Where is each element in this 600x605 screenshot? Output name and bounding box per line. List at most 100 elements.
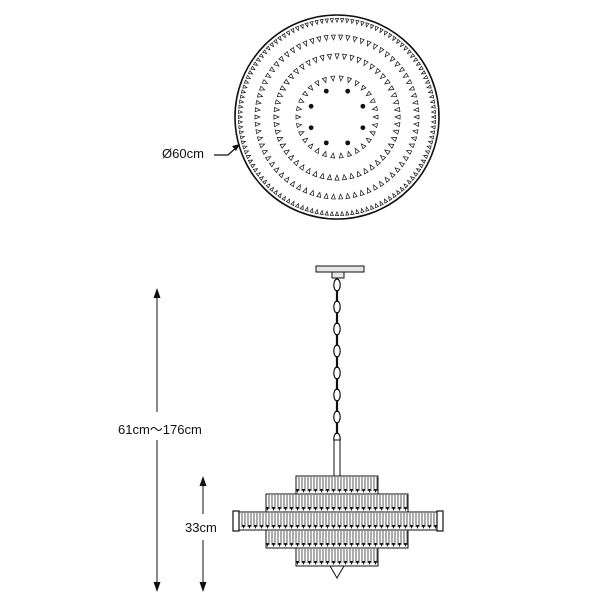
crystal-prism (375, 202, 380, 209)
crystal-prism (309, 189, 314, 197)
crystal-prism (360, 37, 365, 45)
crystal-prism (426, 145, 432, 150)
crystal-tier-4 (265, 529, 409, 549)
prism-tip (284, 507, 287, 511)
chain-link (333, 410, 341, 424)
prism-tip (392, 525, 395, 529)
prism-tip (362, 489, 365, 493)
band-cap-right (436, 510, 444, 532)
crystal-prism (307, 84, 314, 91)
arrow-head (199, 582, 207, 592)
crystal-tier-3 (235, 511, 441, 531)
crystal-prism (239, 94, 246, 99)
crystal-prism (366, 187, 372, 194)
crystal-prism (250, 65, 256, 71)
bulb-socket (308, 103, 314, 109)
prism-tip (374, 543, 377, 547)
crystal-prism (406, 179, 412, 185)
crystal-prism (287, 154, 295, 162)
crystal-prism (349, 54, 355, 62)
prism-tip (362, 561, 365, 565)
crystal-prism (334, 210, 340, 216)
crystal-prism (390, 92, 398, 97)
crystal-prism (360, 189, 365, 197)
crystal-prism (388, 32, 393, 39)
crystal-prism (412, 172, 419, 177)
crystal-prism (409, 53, 416, 58)
crystal-prism (389, 55, 396, 62)
crystal-prism (388, 195, 393, 202)
crystal-prism (371, 123, 378, 129)
crystal-prism (321, 150, 327, 158)
crystal-prism (283, 149, 290, 156)
prism-tip (374, 525, 377, 529)
crystal-prism (298, 164, 305, 171)
prism-tip (344, 525, 347, 529)
prism-tip (350, 525, 353, 529)
crystal-prism (298, 97, 305, 103)
crystal-prism (326, 53, 332, 61)
crystal-prism (338, 75, 344, 82)
prism-tip (332, 525, 335, 529)
prism-tip (278, 543, 281, 547)
crystal-prism (412, 129, 419, 135)
prism-tip (368, 507, 371, 511)
crystal-prism (430, 125, 436, 130)
crystal-prism (240, 140, 247, 145)
crystal-prism (274, 129, 282, 135)
crystal-prism (428, 135, 435, 140)
prism-tip (320, 543, 323, 547)
bottom-finial (329, 565, 345, 579)
prism-tip (326, 489, 329, 493)
prism-tip (344, 543, 347, 547)
crystal-prism (256, 136, 264, 142)
crystal-prism (403, 183, 409, 189)
crystal-prism (352, 191, 358, 198)
prism-tip (266, 543, 269, 547)
crystal-prism (387, 85, 395, 91)
crystal-prism (273, 189, 278, 196)
prism-tip (326, 525, 329, 529)
crystal-prism (242, 84, 248, 89)
prism-tip (338, 561, 341, 565)
crystal-prism (256, 92, 264, 98)
crystal-prism (254, 107, 262, 113)
crystal-prism (379, 154, 387, 162)
crystal-prism (374, 67, 382, 75)
crystal-prism (296, 105, 303, 111)
chain-link (333, 278, 341, 292)
crystal-prism (412, 121, 420, 127)
crystal-prism (360, 84, 367, 91)
prism-tip (344, 489, 347, 493)
prism-tip (332, 561, 335, 565)
crystal-prism (305, 59, 311, 67)
crystal-prism (265, 45, 271, 51)
prism-tip (314, 543, 317, 547)
crystal-prism (329, 18, 334, 24)
arrow-head (153, 582, 161, 592)
crystal-prism (302, 90, 309, 97)
crystal-prism (274, 99, 282, 105)
crystal-prism (330, 152, 336, 159)
crystal-prism (298, 63, 305, 70)
crystal-prism (305, 167, 311, 175)
crystal-prism (273, 60, 280, 67)
crystal-prism (302, 137, 309, 144)
chain-link (333, 388, 341, 402)
side-view-drawing (232, 265, 444, 579)
crystal-prism (424, 79, 431, 84)
crystal-prism (294, 202, 299, 209)
prism-tip (272, 507, 275, 511)
ceiling-canopy (315, 265, 365, 273)
prism-tip (278, 525, 281, 529)
crystal-prism (392, 35, 397, 42)
outer-rim (234, 14, 440, 220)
prism-tip (404, 525, 407, 529)
crystal-prism (238, 109, 244, 114)
crystal-prism (296, 123, 303, 129)
crystal-prism (360, 207, 365, 214)
crystal-prism (247, 159, 254, 164)
crystal-prism (363, 167, 369, 175)
crystal-prism (357, 56, 362, 64)
crystal-prism (399, 42, 405, 48)
